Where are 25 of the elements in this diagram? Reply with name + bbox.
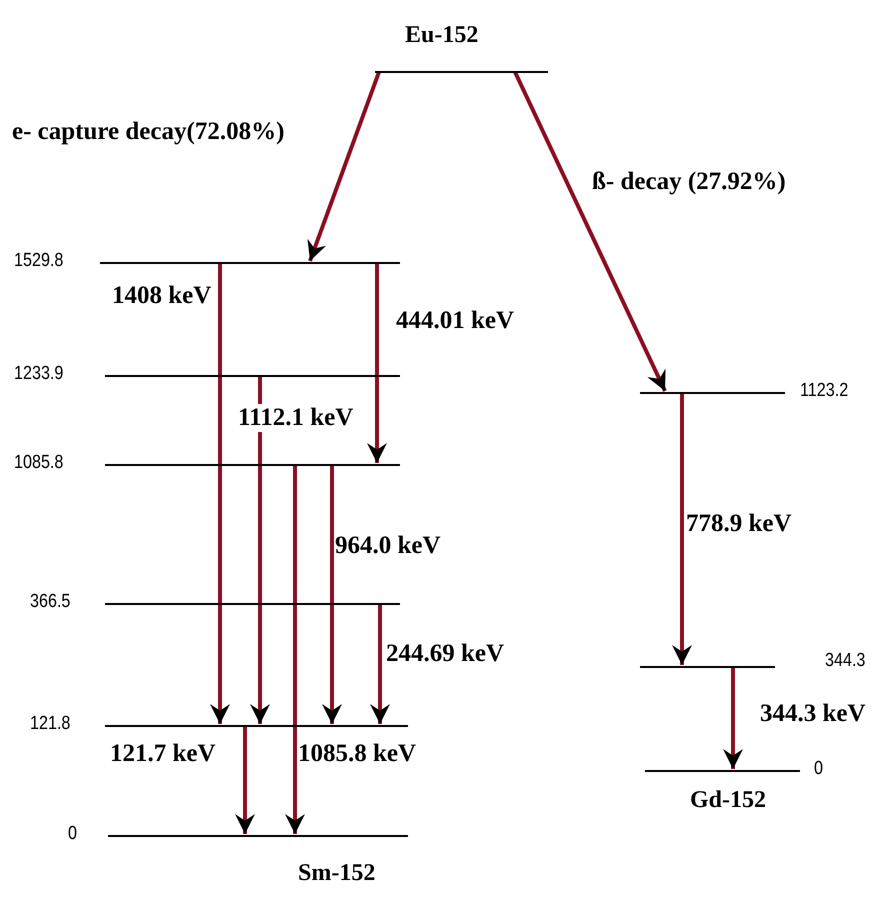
energy-value: 1529.8	[14, 250, 64, 272]
energy-value: 366.5	[30, 591, 70, 613]
decay-arrow	[513, 71, 667, 392]
energy-value: 1233.9	[14, 363, 64, 385]
energy-value: 121.8	[30, 713, 70, 735]
decay-arrow	[210, 263, 230, 724]
decay-arrow	[322, 465, 342, 724]
energy-value: 1085.8	[14, 452, 64, 474]
decay-arrow	[370, 604, 390, 724]
energy-value: 1123.2	[800, 380, 848, 402]
decay-arrow	[235, 726, 255, 834]
isotope-label: Sm-152	[298, 860, 376, 887]
edge-label: ß- decay (27.92%)	[592, 168, 786, 196]
edge-label: 1112.1 keV	[238, 404, 354, 432]
decay-arrow	[307, 71, 381, 262]
decay-arrow	[723, 667, 743, 769]
isotope-label: Eu-152	[405, 22, 478, 49]
decay-arrow	[672, 393, 692, 665]
decay-arrow	[367, 263, 387, 463]
energy-value: 0	[814, 758, 823, 780]
decay-arrow	[285, 465, 305, 834]
isotope-label: Gd-152	[690, 787, 766, 814]
energy-value: 0	[68, 823, 77, 845]
energy-value: 344.3	[825, 650, 866, 672]
decay-arrow	[250, 376, 270, 724]
